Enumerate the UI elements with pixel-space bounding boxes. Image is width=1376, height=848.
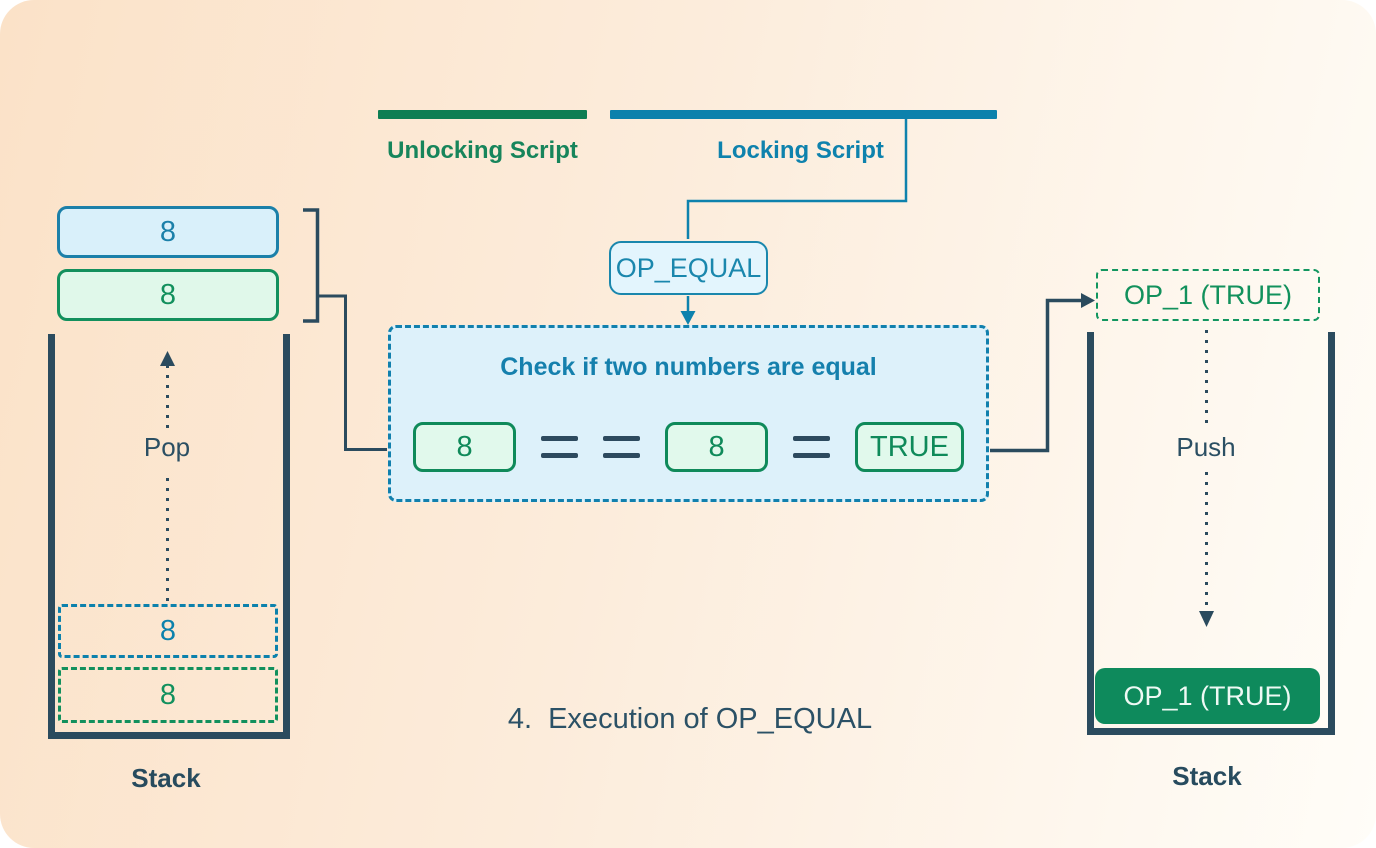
push-arrowhead <box>1199 611 1214 627</box>
right-stack-label: Stack <box>1172 761 1242 791</box>
check-panel-title: Check if two numbers are equal <box>500 353 877 381</box>
popped-item-1: 8 <box>57 206 279 258</box>
locking-script-bar <box>610 110 997 119</box>
left-stack-outline <box>48 334 290 739</box>
equals-icon <box>603 436 641 458</box>
caption-text: Execution of OP_EQUAL <box>548 703 873 735</box>
panel-to-stack-connector <box>990 298 1081 453</box>
unlocking-script-label: Unlocking Script <box>387 137 578 164</box>
locking-script-connector <box>686 119 908 239</box>
equals-icon <box>541 436 579 458</box>
op-equal-box: OP_EQUAL <box>609 241 768 295</box>
figure-caption: 4. Execution of OP_EQUAL <box>390 703 990 736</box>
locking-script-label: Locking Script <box>717 137 884 164</box>
caption-number: 4. <box>507 703 533 735</box>
left-stack-label: Stack <box>131 763 201 793</box>
popped-item-2: 8 <box>57 269 279 321</box>
ghost-item-1: 8 <box>58 604 278 658</box>
popped-to-panel-connector <box>317 294 387 451</box>
operand-2-chip: 8 <box>665 422 769 472</box>
push-label: Push <box>1176 432 1236 462</box>
popped-items-bracket <box>303 208 320 323</box>
pop-label: Pop <box>143 432 191 462</box>
equals-icon <box>793 436 831 458</box>
unlocking-script-bar <box>378 110 587 119</box>
operand-1-chip: 8 <box>413 422 517 472</box>
equality-expression: 8 8 TRUE <box>391 422 986 472</box>
ghost-item-2: 8 <box>58 667 278 723</box>
incoming-item-box: OP_1 (TRUE) <box>1096 269 1320 321</box>
result-chip: TRUE <box>855 422 964 472</box>
op-equal-arrowhead <box>680 311 696 325</box>
pop-arrowhead <box>160 351 175 366</box>
panel-to-stack-arrowhead <box>1081 293 1095 308</box>
check-equal-panel: Check if two numbers are equal 8 8 TRUE <box>388 325 989 502</box>
pushed-item-box: OP_1 (TRUE) <box>1095 668 1320 724</box>
right-stack-outline <box>1087 332 1335 735</box>
